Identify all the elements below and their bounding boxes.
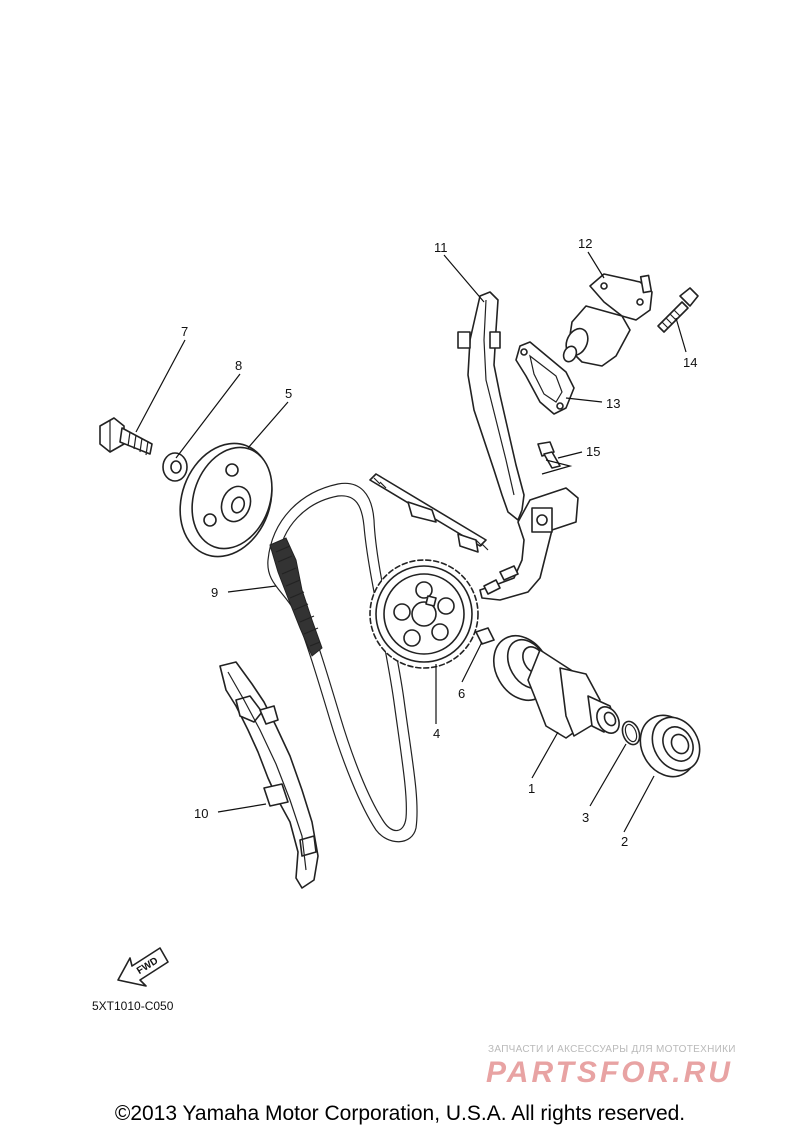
callout-15: 15 [586,444,600,459]
callout-12: 12 [578,236,592,251]
part-11-chain-guide [457,291,525,521]
part-12-tensioner [562,273,653,367]
part-4-cam-sprocket [369,559,479,669]
copyright-footer: ©2013 Yamaha Motor Corporation, U.S.A. A… [114,1102,686,1125]
cam-stud-bolt [369,473,489,553]
callout-3: 3 [582,810,589,825]
callout-10: 10 [194,806,208,821]
part-14-bolt [657,287,699,333]
callout-7: 7 [181,324,188,339]
watermark-logo: PARTSFOR.RU [486,1056,733,1089]
drawing-code: 5XT1010-C050 [92,999,174,1013]
part-15-bolt [537,441,561,469]
part-3-o-ring [621,720,641,746]
callout-13: 13 [606,396,620,411]
part-9-timing-chain [267,482,418,843]
part-7-bolt [99,417,153,456]
part-5-plate [179,442,273,558]
part-6-dowel-pin [475,627,495,645]
callout-4: 4 [433,726,440,741]
callout-2: 2 [621,834,628,849]
guide-bracket [479,487,579,601]
callout-5: 5 [285,386,292,401]
callout-8: 8 [235,358,242,373]
part-8-washer [162,452,188,482]
part-10-chain-guide [219,661,319,889]
part-2-bearing [639,714,701,778]
leader-lines [135,251,687,833]
callout-1: 1 [528,781,535,796]
fwd-arrow-icon: FWD [117,947,169,987]
callout-14: 14 [683,355,697,370]
callout-11: 11 [434,240,448,255]
callout-labels: 1 2 3 4 5 6 7 8 9 10 11 12 13 14 15 [181,236,697,849]
callout-6: 6 [458,686,465,701]
part-13-gasket [515,341,575,415]
callout-9: 9 [211,585,218,600]
watermark-tagline: ЗАПЧАСТИ И АКСЕССУАРЫ ДЛЯ МОТОТЕХНИКИ [488,1044,736,1055]
part-1-camshaft [492,635,620,739]
